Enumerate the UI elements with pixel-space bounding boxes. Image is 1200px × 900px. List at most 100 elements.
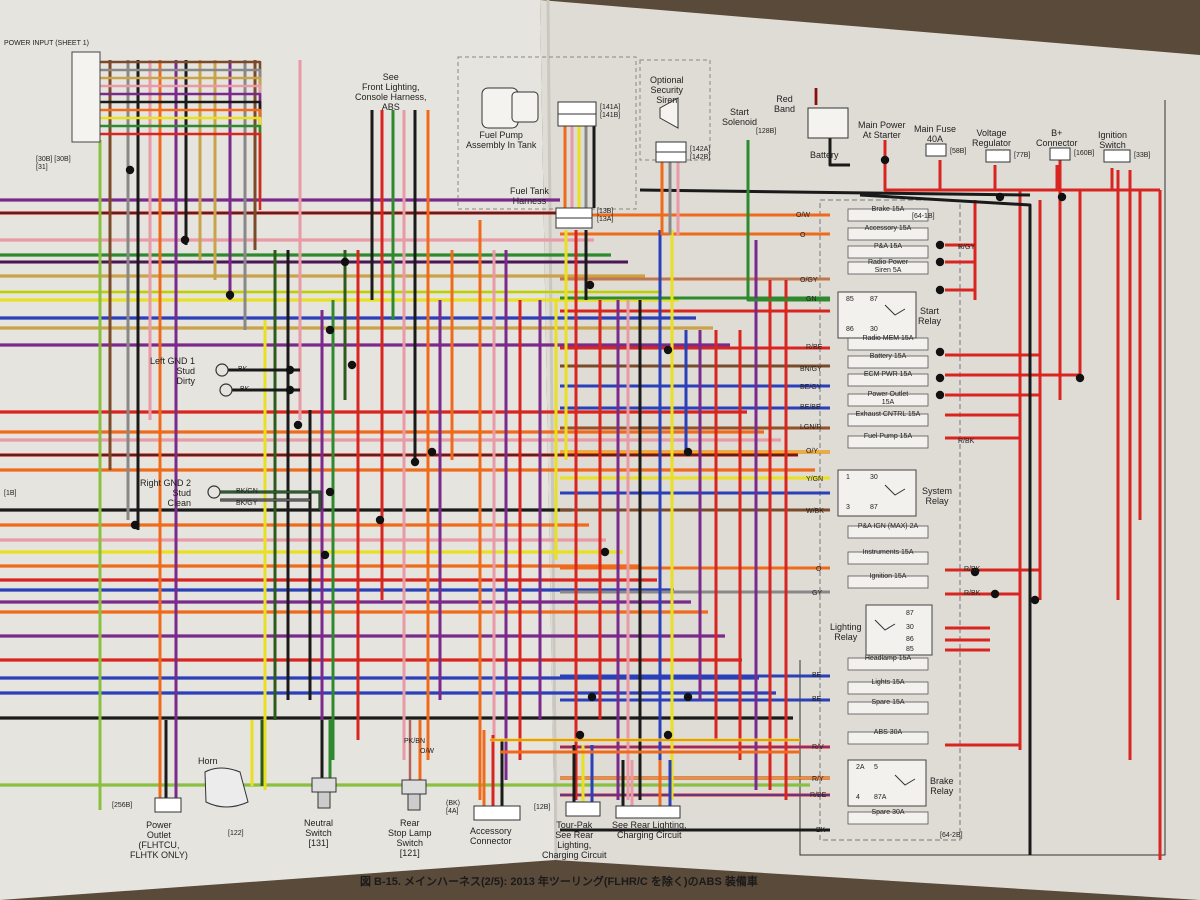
fuse-label: Spare 30A (871, 809, 905, 816)
splice-dot (575, 730, 585, 740)
wire-code: GY (812, 590, 823, 597)
voltage-regulator-label: Voltage Regulator (972, 128, 1012, 148)
fuse-label: Power Outlet 15A (867, 391, 909, 406)
wire-code: O/Y (806, 448, 819, 455)
wire-code: BN/GY (800, 366, 822, 373)
fuse-label: Fuel Pump 15A (863, 433, 913, 440)
relay-pin: 2A (856, 764, 865, 771)
wire-code: BK (238, 366, 248, 373)
splice-dot (225, 290, 235, 300)
fuse-label: Lights 15A (871, 679, 905, 686)
wire (746, 140, 830, 302)
wire-code: BE (812, 696, 822, 703)
left-gnd-label: Left GND 1 Stud Dirty (150, 356, 196, 386)
connector-122: [122] (228, 830, 244, 837)
wire-code: BK/GN (236, 488, 258, 495)
fuse-box (847, 393, 929, 407)
fuse-box (847, 731, 929, 745)
wire-code: GN (806, 296, 817, 303)
splice-dot (585, 280, 595, 290)
relay-pin: 87 (870, 504, 878, 511)
fuse-label: ABS 30A (873, 729, 903, 736)
splice-dot (180, 235, 190, 245)
relay-pin: 85 (846, 296, 854, 303)
splice-dot (935, 347, 945, 357)
wire-code: W/BK (806, 508, 824, 515)
fuse-label: Headlamp 15A (864, 655, 912, 662)
fuse-box (847, 551, 929, 565)
wire-harness (0, 60, 1162, 860)
splice-dot (320, 550, 330, 560)
connector-12: [12B] (534, 804, 551, 811)
fuse-label: Battery 15A (869, 353, 907, 360)
connector-142: [142A] [142B] (690, 146, 711, 161)
connector-33: [33B] (1134, 152, 1151, 159)
fuse-label: Spare 15A (871, 699, 905, 706)
fuse-box (847, 261, 929, 275)
connector-4: (BK) [4A] (446, 800, 460, 815)
relay-pin: 5 (874, 764, 878, 771)
relay-pin: 87A (874, 794, 887, 801)
splice-dot (935, 373, 945, 383)
connector-30: [30B] [30B] [31] (36, 156, 71, 171)
connector-58: [58B] (950, 148, 967, 155)
splice-points (125, 155, 1085, 740)
relay-pin: 4 (856, 794, 860, 801)
relay-pin: 86 (906, 636, 914, 643)
wire-code: R/Y (812, 776, 824, 783)
relay-pin: 86 (846, 326, 854, 333)
fuel-tank-harness-label: Fuel Tank Harness (510, 186, 549, 206)
fuse-box (847, 208, 929, 222)
wire (100, 132, 262, 210)
splice-dot (325, 325, 335, 335)
power-outlet-label: Power Outlet (FLHTCU, FLHTK ONLY) (130, 820, 188, 860)
wire-code: BK (240, 386, 250, 393)
fuse-box (847, 701, 929, 715)
battery-label: Battery (810, 150, 839, 160)
wire (859, 193, 1032, 855)
wire-code: R/BK (958, 438, 975, 445)
wire-stripe (220, 491, 321, 510)
splice-dot (1057, 192, 1067, 202)
relay-pin: 85 (906, 646, 914, 653)
red-band-label: Red Band (774, 94, 796, 114)
splice-dot (935, 390, 945, 400)
relay-pin: 87 (870, 296, 878, 303)
start-relay-label: Start Relay (918, 306, 942, 326)
splice-dot (427, 447, 437, 457)
fuse-box (847, 811, 929, 825)
fuse-label: Instruments 15A (862, 549, 914, 556)
wire-code: R/BK (964, 590, 981, 597)
lighting-relay-label: Lighting Relay (830, 622, 862, 642)
splice-dot (130, 520, 140, 530)
connector-160: [160B] (1074, 150, 1095, 157)
horn-label: Horn (198, 756, 218, 766)
fuse-label: P&A IGN (MAX) 2A (857, 523, 919, 530)
wire (639, 188, 1031, 197)
relay-boxes (837, 291, 933, 807)
splice-dot (1075, 373, 1085, 383)
top-components (71, 51, 1131, 229)
right-gnd-label: Right GND 2 Stud Clean (140, 478, 192, 508)
wire-code: PK/BN (404, 738, 426, 745)
main-power-label: Main Power At Starter (858, 120, 906, 140)
splice-dot (663, 345, 673, 355)
splice-dot (600, 547, 610, 557)
splice-dot (995, 192, 1005, 202)
relay-pin: 87 (906, 610, 914, 617)
fuse-box (847, 525, 929, 539)
splice-dot (375, 515, 385, 525)
fuse-box (847, 575, 929, 589)
fuel-pump-label: Fuel Pump Assembly In Tank (466, 130, 537, 150)
b-plus-connector-label: B+ Connector (1036, 128, 1078, 148)
connector-64-top: [64-1B] (912, 213, 935, 220)
splice-dot (935, 285, 945, 295)
wire-code: BE/BE (800, 404, 821, 411)
fuse-label: Brake 15A (871, 206, 905, 213)
fuse-box (847, 227, 929, 241)
connector-256: [256B] (112, 802, 133, 809)
fuse-box (847, 373, 929, 387)
header-label: POWER INPUT (SHEET 1) (4, 40, 89, 47)
wire-code: O/GY (800, 277, 818, 284)
